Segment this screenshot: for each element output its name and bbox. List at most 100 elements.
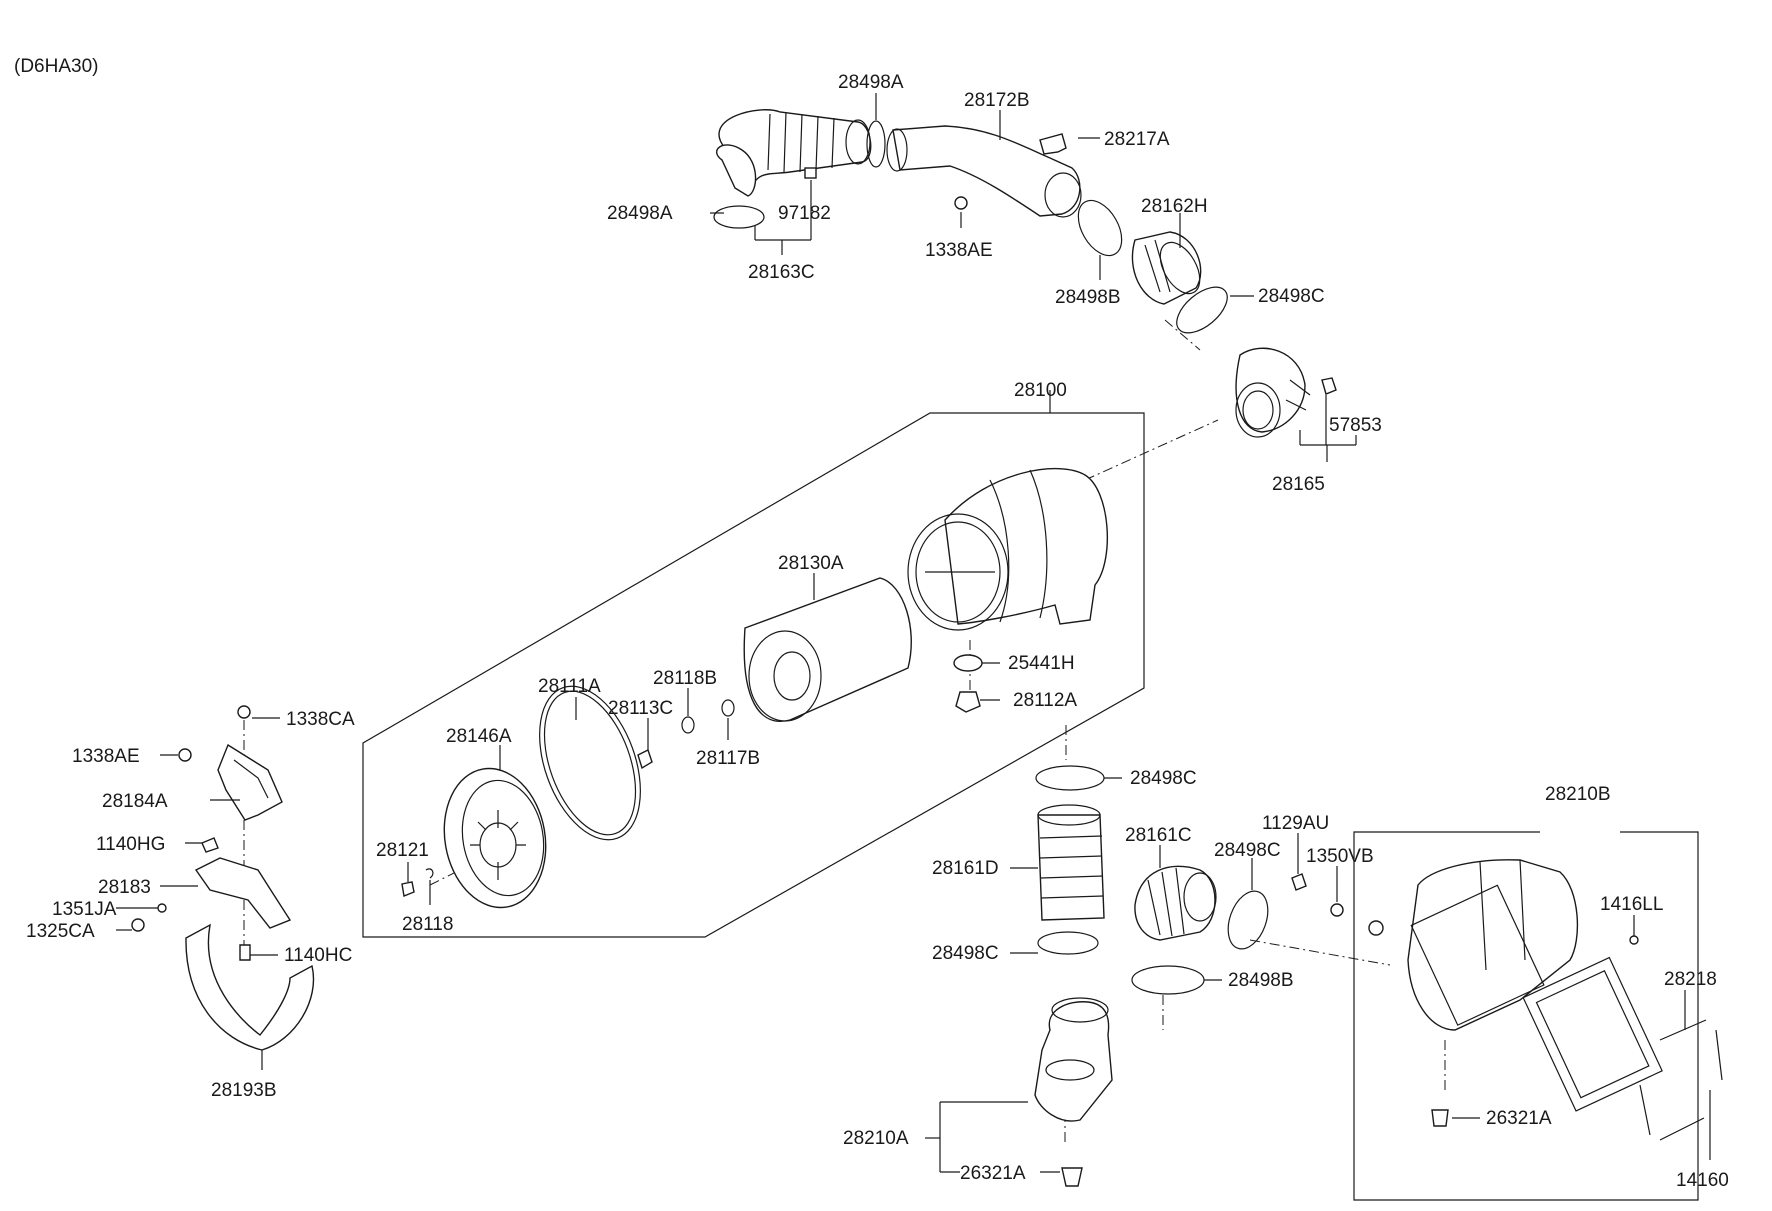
leader-lines: [116, 93, 1711, 1173]
resonator-body-28210b: [1407, 859, 1579, 1031]
part-label: 1351JA: [52, 899, 117, 920]
grommet-1416ll: [1629, 935, 1639, 945]
part-label: 14160: [1676, 1170, 1729, 1191]
bracket-28184a: [217, 743, 283, 821]
part-label: 26321A: [1486, 1108, 1552, 1129]
bracket-28217a: [1039, 133, 1067, 155]
hose-28161c: [1134, 865, 1217, 941]
part-label: 1350VB: [1306, 846, 1374, 867]
seal-frame-28218: [1522, 956, 1663, 1112]
part-label: 28118: [402, 914, 453, 935]
hose-clamp-28498c: [1037, 931, 1099, 955]
clip-28118: [425, 868, 434, 879]
nut-1338ca: [237, 705, 251, 719]
nut-1338ae: [178, 748, 192, 762]
part-label: 28130A: [778, 553, 844, 574]
nut-1350vb: [1368, 920, 1384, 936]
hose-clamp-28498b: [1131, 965, 1205, 995]
part-label: 28217A: [1104, 129, 1170, 150]
bolt-1140hc: [239, 944, 251, 961]
hose-connector-28162h: [1131, 231, 1202, 305]
end-cover-28146a: [443, 767, 547, 909]
clip-57853: [1321, 377, 1337, 395]
air-cleaner-cover-28100: [907, 467, 1109, 631]
part-label: 1140HG: [96, 834, 165, 855]
hose-28161d: [1037, 804, 1105, 921]
seal-ring-28111a: [539, 685, 641, 841]
hose-clamp-28498a: [866, 120, 886, 168]
bolt-1140hg: [201, 837, 219, 853]
part-label: 28162H: [1141, 196, 1208, 217]
part-label: 28498B: [1055, 287, 1121, 308]
part-label: 28498A: [607, 203, 673, 224]
hose-clamp-28498b: [1077, 199, 1123, 257]
bolt-1129au: [1291, 873, 1307, 891]
pin-14160: [1639, 1019, 1723, 1141]
air-cleaner-assembly-frame: [362, 412, 1145, 938]
part-label: 1140HC: [284, 945, 352, 966]
part-label: 28498C: [1214, 840, 1281, 861]
washer-1350vb: [1330, 903, 1344, 917]
bracket-28183: [194, 857, 292, 929]
hose-clamp-28498c: [1227, 890, 1269, 950]
air-flow-sensor-28165: [1235, 347, 1311, 438]
part-label: 26321A: [960, 1163, 1026, 1184]
part-label: 28498C: [1258, 286, 1325, 307]
part-label: 28210A: [843, 1128, 909, 1149]
hose-clamp-28498a: [713, 205, 765, 229]
part-label: 28498C: [932, 943, 999, 964]
bolt-28113c: [637, 749, 653, 770]
part-label: 28218: [1664, 969, 1717, 990]
hose-clamp-28498c: [1035, 765, 1105, 791]
part-label: 28161C: [1125, 825, 1192, 846]
nut-1325ca: [131, 918, 145, 932]
part-label: 97182: [778, 203, 831, 224]
band-28193b: [185, 923, 315, 1051]
part-label: 1338CA: [286, 709, 355, 730]
part-label: 57853: [1329, 415, 1382, 436]
center-line: [1084, 419, 1219, 481]
part-label: 28163C: [748, 262, 815, 283]
intake-hose-28163c: [716, 109, 872, 197]
seal-ring-28111a: [543, 690, 637, 836]
part-label: 28117B: [696, 748, 760, 769]
hose-clamp-28498c: [1176, 286, 1228, 334]
air-duct-28172b: [886, 125, 1082, 218]
washer-1351ja: [157, 903, 167, 913]
part-label: 28146A: [446, 726, 512, 747]
part-label: 28113C: [608, 698, 673, 719]
washer-28118b: [681, 716, 695, 734]
clip-26321a: [1061, 1167, 1083, 1187]
diagram-code: (D6HA30): [14, 56, 98, 77]
part-label: 1325CA: [26, 921, 95, 942]
nut-1338ae: [954, 196, 968, 210]
resonator-assembly-frame: [1353, 831, 1699, 1201]
washer-28117b: [721, 699, 735, 717]
part-label: 28165: [1272, 474, 1325, 495]
part-label: 28498A: [838, 72, 904, 93]
part-label: 1338AE: [72, 746, 140, 767]
part-label: 28118B: [653, 668, 717, 689]
valve-28112a: [955, 691, 981, 713]
clip-97182: [804, 167, 817, 179]
part-label: 28193B: [211, 1080, 277, 1101]
part-label: 28498B: [1228, 970, 1294, 991]
part-label: 28183: [98, 877, 151, 898]
resonator-28210a: [1034, 997, 1113, 1122]
center-line: [1164, 319, 1201, 351]
hose-clamp-25441h: [953, 654, 983, 672]
part-label: 28172B: [964, 90, 1030, 111]
part-label: 28184A: [102, 791, 168, 812]
part-label: 28121: [376, 840, 429, 861]
part-label: 28210B: [1545, 784, 1611, 805]
part-label: 28498C: [1130, 768, 1197, 789]
part-label: 25441H: [1008, 653, 1075, 674]
bolt-28121: [401, 881, 415, 897]
part-label: 28100: [1014, 380, 1067, 401]
part-label: 1338AE: [925, 240, 993, 261]
part-label: 28112A: [1013, 690, 1077, 711]
part-label: 28161D: [932, 858, 999, 879]
center-line: [1249, 939, 1391, 966]
part-label: 28111A: [538, 676, 601, 697]
